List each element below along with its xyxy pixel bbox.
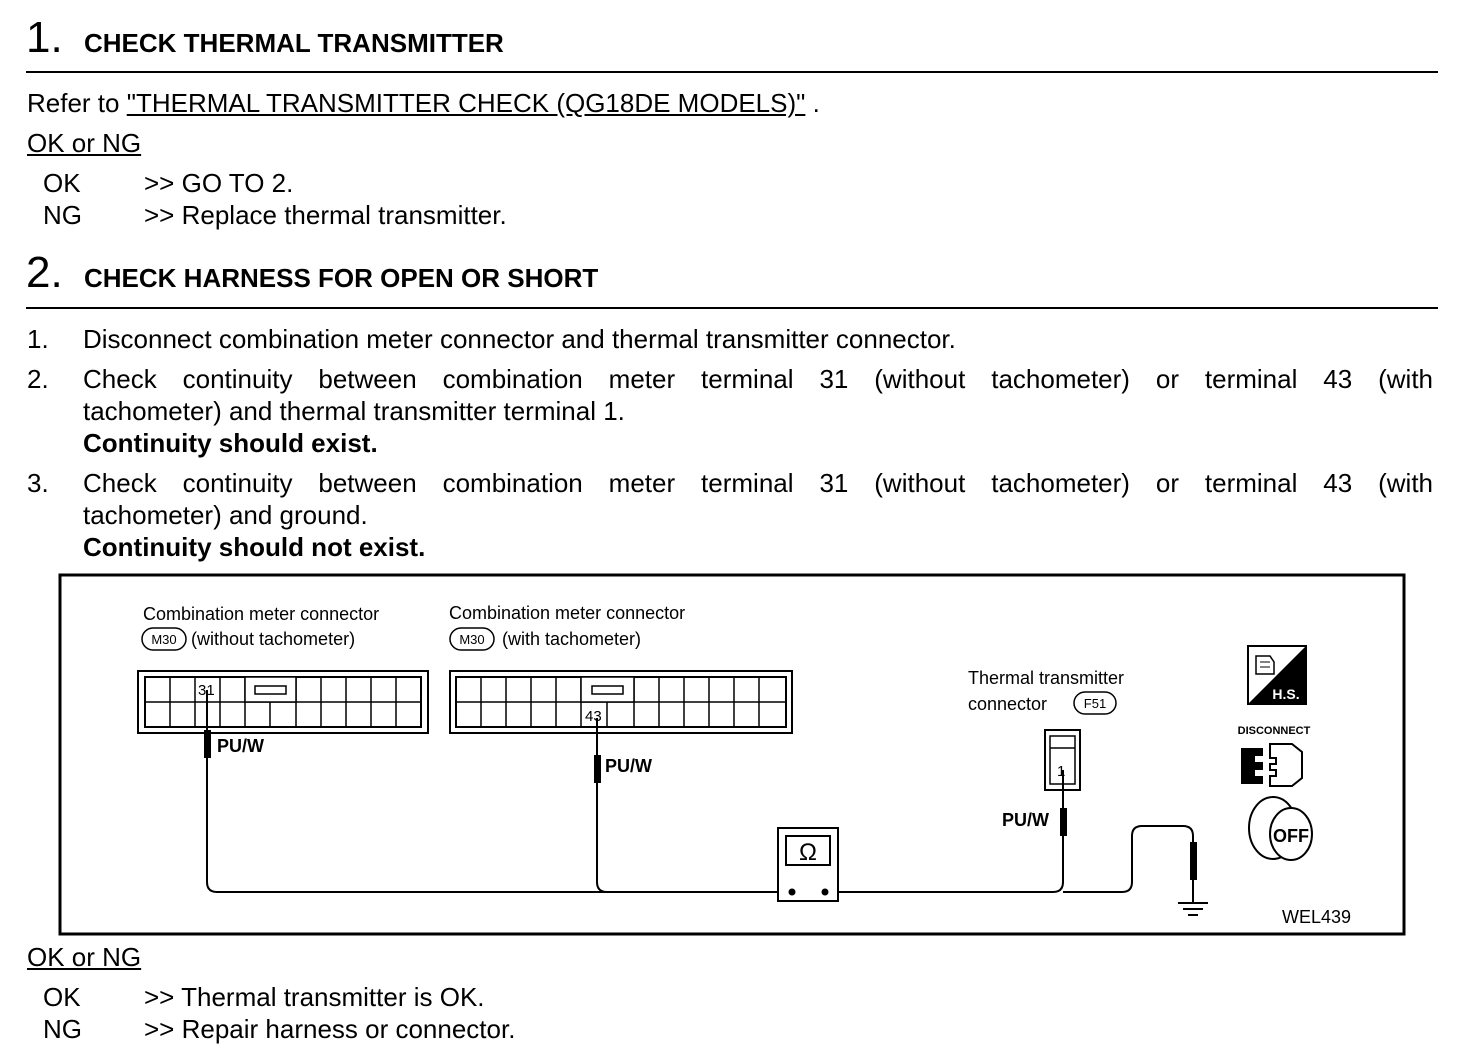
conn3-title: Thermal transmitter	[968, 668, 1124, 688]
conn1-code-badge	[141, 627, 187, 651]
step1-result-ok-action: >> GO TO 2.	[144, 168, 294, 198]
figure-id: WEL439	[1282, 907, 1351, 927]
step2-number: 2.	[26, 248, 63, 297]
ignition-off-icon	[1248, 796, 1313, 861]
step1-divider	[26, 71, 1438, 73]
conn2-wire: PU/W	[605, 756, 652, 776]
step2-item-3-emphasis: Continuity should not exist.	[83, 532, 426, 562]
step2-result-ng-code: NG	[43, 1014, 82, 1044]
step1-result-ng-action: >> Replace thermal transmitter.	[144, 200, 507, 230]
diagram-frame	[58, 573, 1406, 936]
step2-item-3-line2: tachometer) and ground.	[83, 500, 368, 530]
step2-item-3-num: 3.	[27, 468, 49, 498]
step2-divider	[26, 307, 1438, 309]
conn3-code-badge	[1073, 691, 1117, 715]
ohm-symbol: Ω	[799, 839, 817, 866]
conn2-body	[449, 670, 793, 734]
step2-item-3-line1: Check continuity between combination met…	[83, 468, 1433, 498]
step1-ok-or-ng: OK or NG	[27, 128, 142, 158]
step1-refer: Refer to "THERMAL TRANSMITTER CHECK (QG1…	[27, 87, 820, 119]
ground-symbol	[1178, 902, 1208, 916]
step1-number: 1.	[26, 13, 63, 62]
step2-result-ok-action: >> Thermal transmitter is OK.	[144, 982, 485, 1012]
step2-item-1-num: 1.	[27, 324, 49, 354]
test-probes	[204, 690, 1197, 880]
conn3-terminal: 1	[1057, 763, 1065, 780]
step2-item-2-line2: tachometer) and thermal transmitter term…	[83, 396, 625, 426]
conn1-code: M30	[151, 632, 176, 647]
refer-suffix: .	[805, 88, 820, 118]
step1-title: CHECK THERMAL TRANSMITTER	[84, 28, 504, 58]
step1-result-ng-code: NG	[43, 200, 82, 230]
hs-label: H.S.	[1272, 686, 1299, 702]
disconnect-icon	[1241, 743, 1303, 787]
ohmmeter	[777, 827, 839, 902]
conn2-code-badge	[449, 627, 495, 651]
thermal-transmitter-check-link[interactable]: "THERMAL TRANSMITTER CHECK (QG18DE MODEL…	[126, 88, 806, 118]
harness-wires	[206, 758, 1194, 902]
step1-result-ok-code: OK	[43, 168, 81, 198]
step2-result-ok-code: OK	[43, 982, 81, 1012]
conn2-code: M30	[459, 632, 484, 647]
conn1-title: Combination meter connector	[143, 604, 379, 624]
conn3-code: F51	[1084, 696, 1106, 711]
conn1-wire: PU/W	[217, 736, 264, 756]
conn2-terminal: 43	[585, 708, 602, 725]
step2-item-2-line1: Check continuity between combination met…	[83, 364, 1433, 394]
conn1-subtitle: (without tachometer)	[191, 629, 355, 649]
conn3-wire: PU/W	[1002, 810, 1049, 830]
conn3-title2: connector	[968, 694, 1047, 714]
step2-result-ng-action: >> Repair harness or connector.	[144, 1014, 516, 1044]
step2-item-1-text: Disconnect combination meter connector a…	[83, 324, 956, 354]
refer-prefix: Refer to	[27, 88, 127, 118]
step2-title: CHECK HARNESS FOR OPEN OR SHORT	[84, 263, 599, 293]
conn2-title: Combination meter connector	[449, 603, 685, 623]
step2-item-2-emphasis: Continuity should exist.	[83, 428, 378, 458]
conn1-body	[137, 670, 429, 734]
step2-item-2-num: 2.	[27, 364, 49, 394]
step2-ok-or-ng: OK or NG	[27, 942, 142, 972]
off-label: OFF	[1273, 826, 1309, 846]
harness-service-icon	[1247, 645, 1307, 705]
conn2-subtitle: (with tachometer)	[502, 629, 641, 649]
disconnect-label: DISCONNECT	[1238, 725, 1311, 737]
